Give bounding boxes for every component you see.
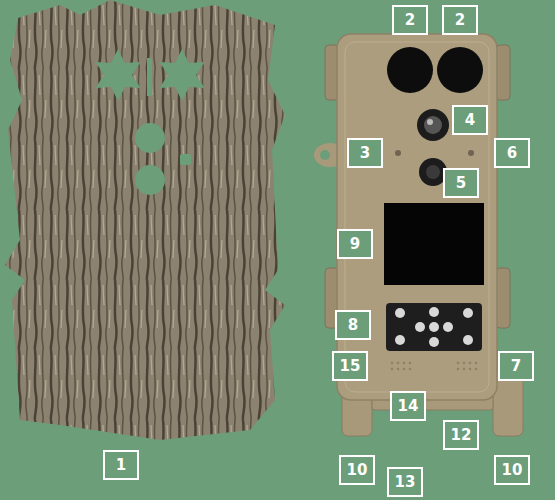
- lens-glass: [426, 165, 440, 179]
- indicator-dot: [395, 150, 401, 156]
- callout-number: 15: [332, 351, 368, 381]
- callout-number: 7: [498, 351, 534, 381]
- callout-number: 13: [387, 467, 423, 497]
- callout-number: 2: [392, 5, 428, 35]
- callout-number: 1: [103, 450, 139, 480]
- speaker-grille: [391, 362, 478, 371]
- lens-glass: [424, 116, 442, 134]
- ir-sensor: [387, 47, 433, 93]
- callout-number: 10: [494, 455, 530, 485]
- callout-number: 14: [390, 391, 426, 421]
- callout-number: 8: [335, 310, 371, 340]
- callout-number: 3: [347, 138, 383, 168]
- indicator-dot: [468, 150, 474, 156]
- callout-number: 12: [443, 420, 479, 450]
- ir-sensor: [437, 47, 483, 93]
- callout-number: 5: [443, 168, 479, 198]
- callout-number: 4: [452, 105, 488, 135]
- camera-body: [337, 34, 497, 400]
- lens: [417, 109, 449, 141]
- lens-glint: [427, 119, 433, 125]
- skin-cutouts: [96, 49, 205, 195]
- callout-number: 2: [442, 5, 478, 35]
- callout-number: 10: [339, 455, 375, 485]
- callout-number: 6: [494, 138, 530, 168]
- keypad: [386, 303, 482, 351]
- keypad-buttons: [395, 307, 473, 347]
- callout-number: 9: [337, 229, 373, 259]
- bark-skin: [5, 0, 285, 440]
- screen: [384, 203, 484, 285]
